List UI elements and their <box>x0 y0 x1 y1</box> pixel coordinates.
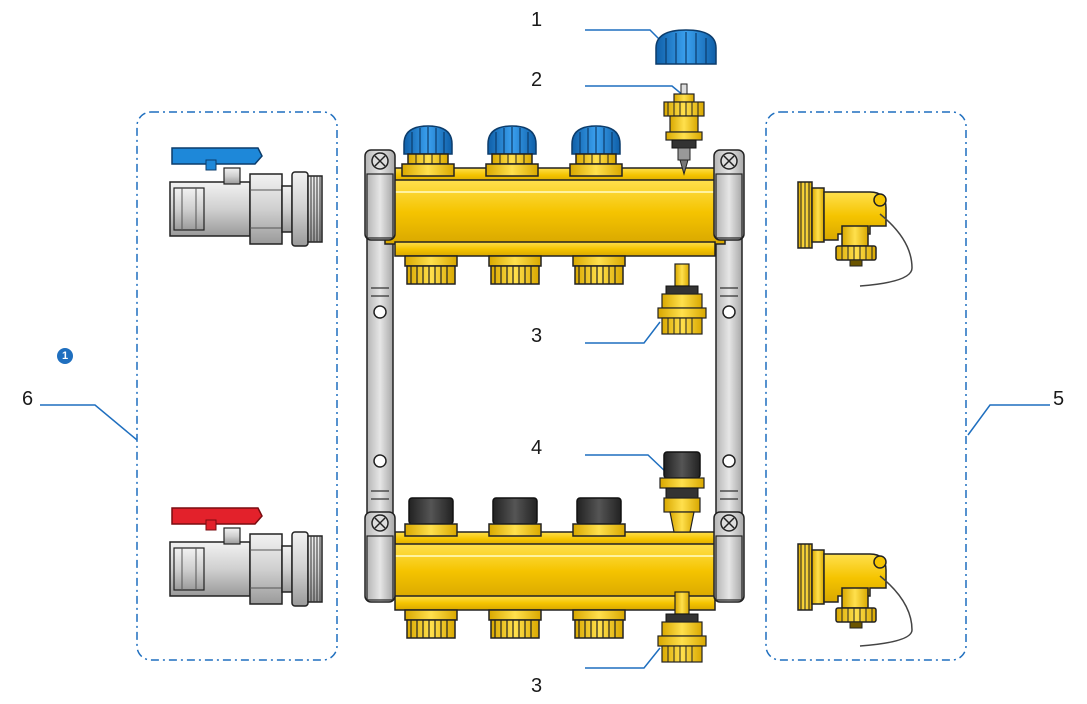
part-3-plug-top <box>657 263 707 335</box>
blue-cap-1 <box>401 125 455 177</box>
return-manifold <box>384 531 726 611</box>
part-2-valve-insert <box>663 83 705 176</box>
elbow-group-outline <box>765 111 967 661</box>
part-4-flow-meter-insert <box>659 451 705 533</box>
left-bracket-bar <box>366 229 394 561</box>
callout-3-bottom: 3 <box>531 675 543 697</box>
elbow-end-piece-top <box>797 181 913 287</box>
leader-6 <box>40 404 138 441</box>
callout-3-top: 3 <box>531 325 543 347</box>
supply-outlet-3 <box>572 255 626 285</box>
flow-meter-cap-1 <box>404 497 458 537</box>
callout-4: 4 <box>531 437 543 459</box>
ball-valve-blue <box>169 147 323 247</box>
ball-valve-red <box>169 507 323 607</box>
part-3-plug-bottom <box>657 591 707 663</box>
supply-manifold <box>384 167 726 257</box>
callout-2: 2 <box>531 69 543 91</box>
leader-1 <box>585 29 663 43</box>
right-bracket-bar <box>715 229 743 561</box>
blue-cap-3 <box>569 125 623 177</box>
elbow-end-piece-bottom <box>797 543 913 647</box>
leader-5 <box>967 404 1050 436</box>
supply-outlet-2 <box>488 255 542 285</box>
part-1-handwheel <box>655 29 717 65</box>
blue-cap-2 <box>485 125 539 177</box>
supply-outlet-1 <box>404 255 458 285</box>
leader-4 <box>585 454 669 475</box>
return-outlet-1 <box>404 609 458 639</box>
return-outlet-3 <box>572 609 626 639</box>
leader-3-top <box>585 321 661 344</box>
ball-valve-group-outline <box>136 111 338 661</box>
return-outlet-2 <box>488 609 542 639</box>
leader-2 <box>585 85 685 97</box>
flow-meter-cap-2 <box>488 497 542 537</box>
leader-3-bottom <box>585 647 661 669</box>
flow-meter-cap-3 <box>572 497 626 537</box>
callout-1: 1 <box>531 9 543 31</box>
callout-5: 5 <box>1053 388 1065 410</box>
callout-6: 6 <box>22 388 34 410</box>
info-badge: 1 <box>57 348 73 364</box>
